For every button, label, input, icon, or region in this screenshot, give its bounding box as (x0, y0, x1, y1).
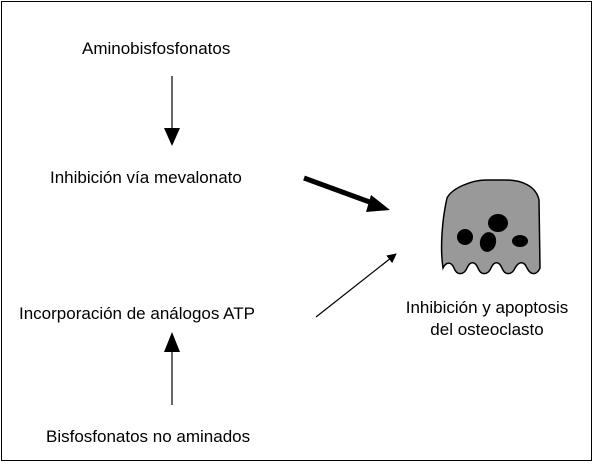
arrow-mevalonato-to-osteoclast (303, 175, 390, 212)
node-resultado-line1: Inhibición y apoptosis (405, 298, 569, 317)
arrow-amino-to-mevalonato (164, 76, 180, 146)
node-inhibicion-mevalonato: Inhibición vía mevalonato (50, 168, 242, 187)
osteoclast-nucleus (512, 235, 528, 247)
node-incorporacion-atp: Incorporación de análogos ATP (19, 304, 255, 323)
arrow-noamin-to-atp (164, 332, 180, 405)
node-bisfosfonatos-no-aminados: Bisfosfonatos no aminados (46, 427, 251, 446)
osteoclast-nucleus (488, 214, 508, 232)
osteoclast-nucleus (457, 229, 473, 245)
node-aminobisfosfonatos: Aminobisfosfonatos (82, 39, 231, 58)
osteoclast-nucleus (479, 232, 497, 252)
osteoclast-icon (440, 179, 541, 275)
node-resultado-line2: del osteoclasto (430, 320, 544, 339)
arrow-atp-to-osteoclast (315, 253, 397, 318)
